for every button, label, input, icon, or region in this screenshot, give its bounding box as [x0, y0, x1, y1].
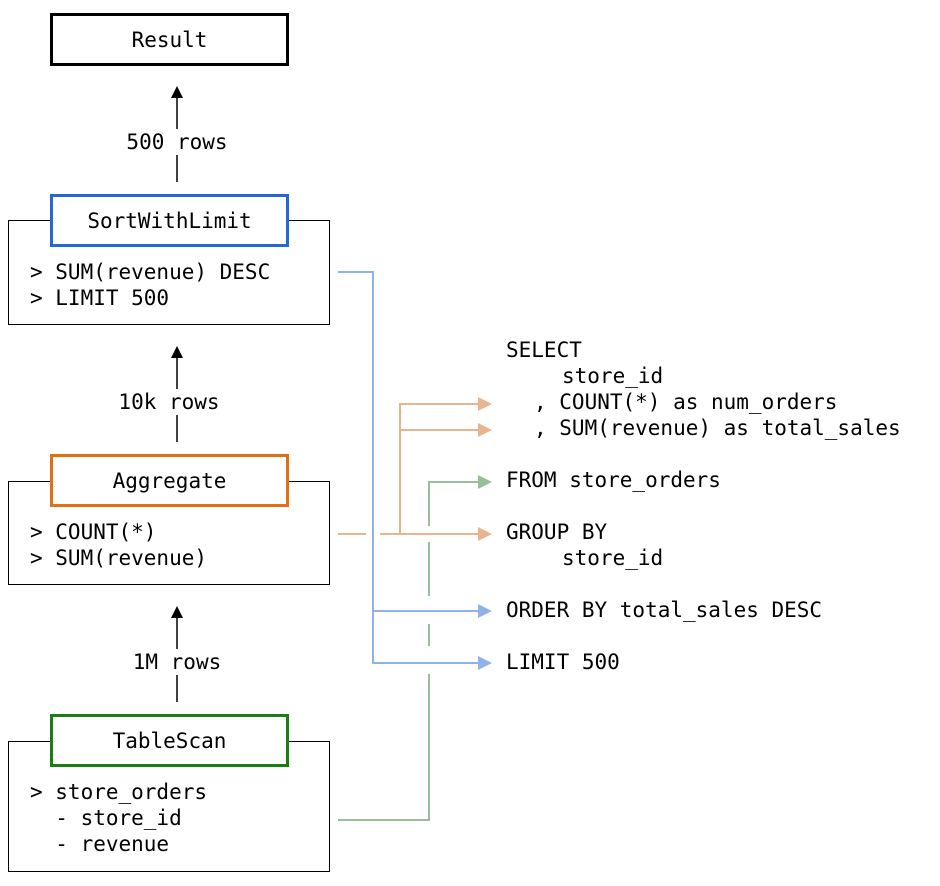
- link-aggregate-to-sql: [338, 403, 478, 535]
- edge-label-10k-rows: 10k rows: [89, 389, 249, 415]
- link-scan-to-sql: [338, 481, 478, 821]
- aggregate-detail-top-left: [8, 481, 50, 482]
- scan-detail-panel: [8, 741, 330, 872]
- scan-detail-top-left: [8, 741, 50, 742]
- table-scan-node: TableScan: [50, 714, 289, 767]
- edge-label-500-rows: 500 rows: [97, 129, 257, 155]
- sql-limit: LIMIT 500: [506, 650, 620, 674]
- aggregate-detail-line-2: > SUM(revenue): [30, 546, 208, 570]
- scan-detail-line-2: - store_id: [30, 806, 182, 830]
- sort-with-limit-node: SortWithLimit: [50, 194, 289, 247]
- arrowhead-count: [478, 397, 492, 411]
- sort-detail-line-2: > LIMIT 500: [30, 286, 170, 310]
- arrowhead-order-by: [478, 604, 492, 618]
- arrowhead-sum: [478, 423, 492, 437]
- arrowhead-group-by: [478, 527, 492, 541]
- scan-detail-top-right: [289, 741, 330, 742]
- sort-detail-line-1: > SUM(revenue) DESC: [30, 260, 271, 284]
- aggregate-detail-panel: [8, 481, 330, 585]
- aggregate-node: Aggregate: [50, 454, 289, 507]
- sql-count-line: , COUNT(*) as num_orders: [534, 390, 838, 414]
- arrowhead-limit: [478, 656, 492, 670]
- sql-group-by: GROUP BY: [506, 520, 608, 544]
- scan-node-label: TableScan: [112, 728, 227, 753]
- scan-detail-line-1: > store_orders: [30, 780, 208, 804]
- result-node: Result: [50, 13, 289, 66]
- sql-select-store-id: store_id: [562, 364, 664, 388]
- sort-detail-top-left: [8, 220, 50, 221]
- arrowhead-from: [478, 475, 492, 489]
- sql-group-store-id: store_id: [562, 546, 664, 570]
- edge-label-1m-rows: 1M rows: [97, 649, 257, 675]
- aggregate-detail-top-right: [289, 481, 330, 482]
- sort-detail-top-right: [289, 220, 330, 221]
- scan-detail-line-3: - revenue: [30, 832, 170, 856]
- sql-sum-line: , SUM(revenue) as total_sales: [534, 416, 901, 440]
- sort-node-label: SortWithLimit: [87, 208, 252, 233]
- result-node-label: Result: [131, 27, 208, 52]
- link-sort-to-sql: [338, 271, 478, 664]
- sort-detail-panel: [8, 220, 330, 325]
- sql-from: FROM store_orders: [506, 468, 721, 492]
- aggregate-detail-line-1: > COUNT(*): [30, 520, 157, 544]
- sql-order-by: ORDER BY total_sales DESC: [506, 598, 823, 622]
- sql-select: SELECT: [506, 338, 582, 362]
- aggregate-node-label: Aggregate: [112, 468, 227, 493]
